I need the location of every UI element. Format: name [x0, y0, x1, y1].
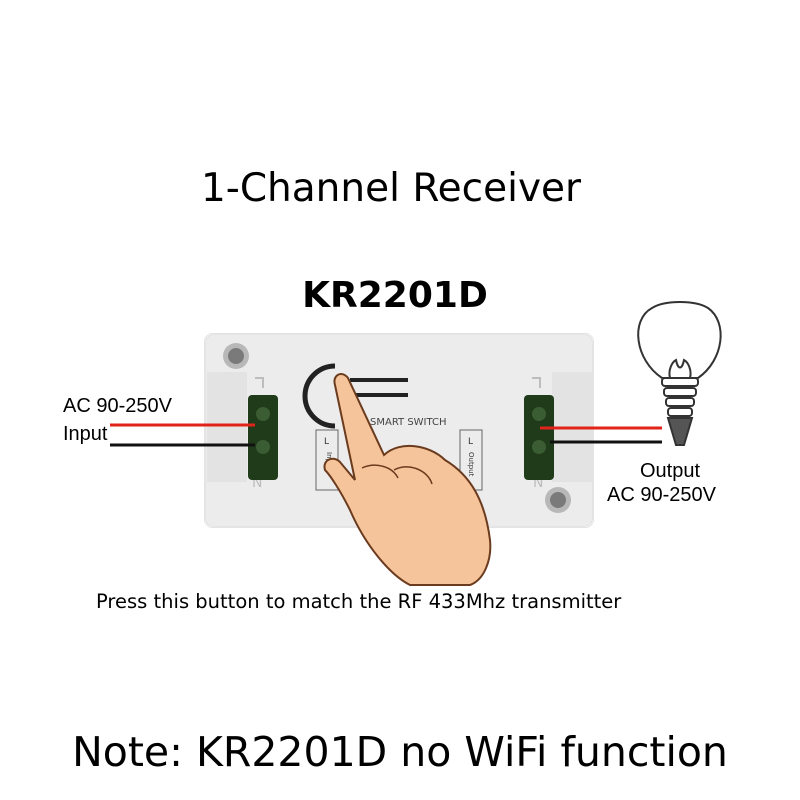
mount-hole-icon: [545, 487, 571, 513]
page-title: 1-Channel Receiver: [200, 166, 582, 211]
output-terminal-block: [524, 395, 554, 480]
device-brand-text: SMART SWITCH: [370, 417, 447, 428]
output-voltage-label: AC 90-250V: [607, 484, 716, 506]
instruction-text: Press this button to match the RF 433Mhz…: [96, 590, 622, 613]
wifi-note: Note: KR2201D no WiFi function: [72, 728, 728, 776]
input-terminal-block: [248, 395, 278, 480]
model-name: KR2201D: [302, 275, 488, 316]
input-label: Input: [63, 423, 108, 445]
terminal-n-mark: N: [252, 475, 262, 491]
mount-hole-icon: [223, 343, 249, 369]
terminal-n-mark: N: [533, 475, 543, 491]
hand-pointer-icon: [323, 373, 492, 586]
input-voltage-label: AC 90-250V: [63, 395, 172, 417]
light-bulb-icon: [637, 301, 722, 446]
svg-text:Output: Output: [467, 452, 475, 477]
output-label: Output: [640, 460, 701, 482]
pairing-button[interactable]: [302, 363, 408, 429]
svg-text:L: L: [468, 437, 473, 447]
svg-text:L: L: [324, 437, 329, 447]
